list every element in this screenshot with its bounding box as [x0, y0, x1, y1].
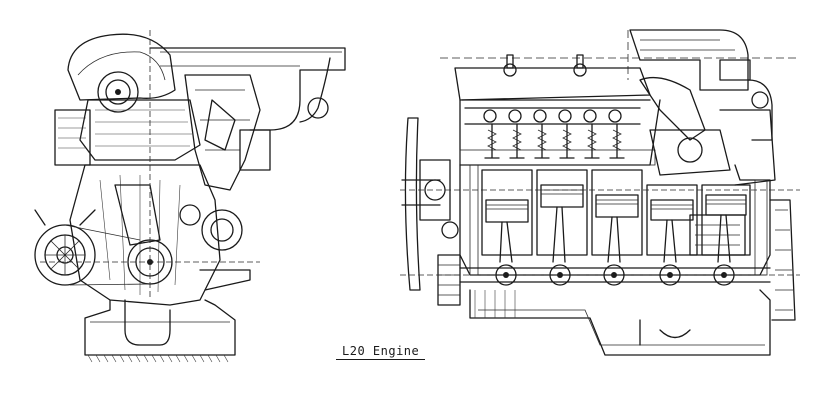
front-view [34, 30, 346, 363]
drawing-caption: L20 Engine [336, 344, 426, 360]
cylinder-bank [481, 169, 751, 256]
side-sectional-view [400, 29, 800, 356]
